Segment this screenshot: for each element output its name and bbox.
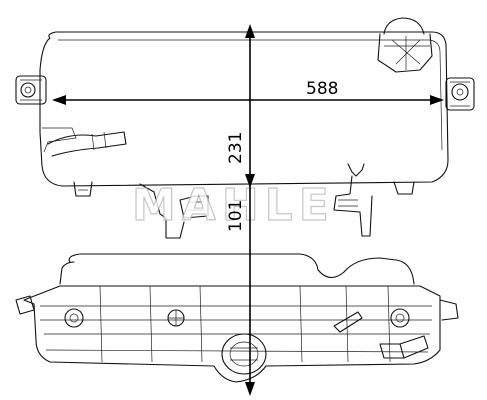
plan-left-mount-icon: [15, 295, 84, 328]
filler-cap-icon: [377, 17, 433, 73]
width-dimension-label: 588: [306, 79, 338, 99]
tank-plan-view: [15, 253, 459, 383]
height-dimension-label: 231: [226, 132, 246, 164]
right-mount-icon: [445, 77, 475, 111]
left-mount-icon: [15, 75, 47, 105]
plan-right-mount-icon: [390, 299, 459, 328]
brand-watermark: MAHLE: [132, 180, 335, 231]
drain-cap-icon: [221, 333, 267, 375]
tank-side-view: [15, 17, 475, 239]
height-dimension: 231: [226, 24, 255, 188]
depth-dimension-label: 101: [226, 200, 246, 232]
depth-dimension: 101: [226, 186, 255, 396]
width-dimension: 588: [52, 79, 444, 105]
